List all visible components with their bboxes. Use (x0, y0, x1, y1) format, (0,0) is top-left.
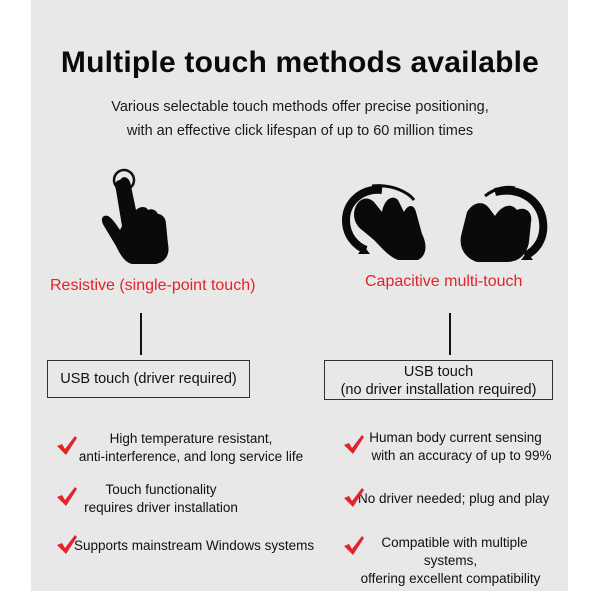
resistive-connector-line (140, 313, 142, 355)
feature-line-3: offering excellent compatibility (360, 571, 541, 586)
subtitle-line-2: with an effective click lifespan of up t… (126, 123, 474, 139)
checkmark-icon (344, 536, 364, 555)
subtitle-line-1: Various selectable touch methods offer p… (111, 99, 489, 115)
page-title: Multiple touch methods available (60, 46, 540, 79)
resistive-usb-box: USB touch (driver required) (47, 360, 250, 398)
page-subtitle: Various selectable touch methods offer p… (0, 95, 600, 143)
capacitive-label: Capacitive multi-touch (365, 273, 523, 290)
resistive-usb-text: USB touch (driver required) (60, 371, 237, 387)
feature-line-1: Supports mainstream Windows systems (74, 538, 315, 553)
resistive-feature-2: Touch functionality requires driver inst… (56, 481, 266, 517)
capacitive-feature-3: Compatible with multiple systems, offeri… (343, 534, 558, 588)
feature-line-1: High temperature resistant, (109, 431, 273, 446)
feature-line-1: Human body current sensing (369, 430, 542, 445)
feature-line-2: with an accuracy of up to 99% (371, 448, 552, 463)
capacitive-usb-text-2: (no driver installation required) (340, 382, 537, 398)
capacitive-connector-line (449, 313, 451, 355)
capacitive-usb-text-1: USB touch (403, 364, 474, 380)
multi-touch-left-hand-icon (342, 184, 426, 260)
checkmark-icon (57, 436, 77, 455)
feature-line-2: requires driver installation (84, 500, 238, 515)
resistive-feature-3: Supports mainstream Windows systems (56, 535, 315, 555)
feature-line-1: Compatible with multiple (381, 535, 528, 550)
checkmark-icon (57, 487, 77, 506)
checkmark-icon (57, 535, 77, 554)
resistive-feature-1: High temperature resistant, anti-interfe… (56, 430, 326, 466)
resistive-label: Resistive (single-point touch) (50, 277, 256, 294)
feature-line-2: systems, (423, 553, 478, 568)
checkmark-icon (344, 435, 364, 454)
checkmark-icon (344, 488, 364, 507)
background-panel (31, 0, 568, 591)
feature-line-1: No driver needed; plug and play (358, 491, 550, 506)
capacitive-usb-box: USB touch (no driver installation requir… (324, 360, 553, 400)
single-finger-touch-icon (101, 168, 169, 264)
capacitive-feature-2: No driver needed; plug and play (343, 488, 550, 508)
feature-line-1: Touch functionality (105, 482, 217, 497)
feature-line-2: anti-interference, and long service life (78, 449, 304, 464)
capacitive-feature-1: Human body current sensing with an accur… (343, 429, 568, 465)
multi-touch-right-hand-icon (460, 185, 548, 262)
